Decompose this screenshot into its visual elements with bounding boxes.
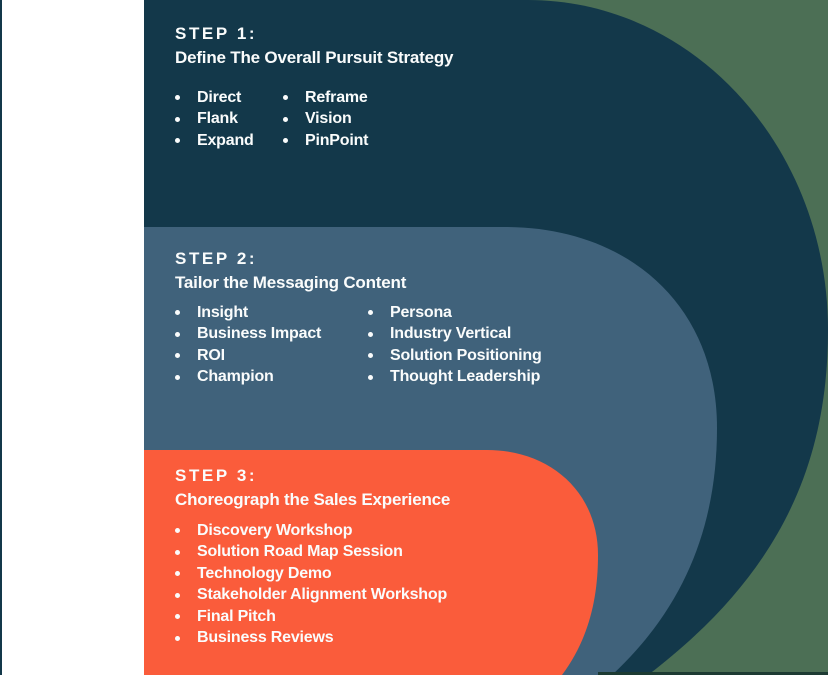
bullet-dot-icon xyxy=(175,138,180,144)
bullet-item: Final Pitch xyxy=(175,606,447,628)
bullet-item: Technology Demo xyxy=(175,563,447,585)
step-1-section: STEP 1: Define The Overall Pursuit Strat… xyxy=(175,23,454,152)
step-3-bullet-columns: Discovery Workshop Solution Road Map Ses… xyxy=(175,520,450,649)
bullet-dot-icon xyxy=(175,353,180,359)
bullet-item: Expand xyxy=(175,130,283,152)
bullet-label: Direct xyxy=(197,88,242,106)
bullet-item: Direct xyxy=(175,87,283,109)
bullet-label: Industry Vertical xyxy=(390,325,512,343)
bullet-label: Persona xyxy=(390,303,452,321)
bullet-item: Thought Leadership xyxy=(368,367,542,389)
step-3-label: STEP 3: xyxy=(175,466,258,485)
bullet-dot-icon xyxy=(175,116,180,122)
bullet-item: PinPoint xyxy=(283,130,368,152)
step-1-column-1: Direct Flank Expand xyxy=(175,87,283,152)
left-accent-line xyxy=(0,0,2,675)
bullet-item: Vision xyxy=(283,109,368,131)
bullet-item: Business Impact xyxy=(175,324,368,346)
bullet-label: Solution Positioning xyxy=(390,346,542,364)
bullet-label: Insight xyxy=(197,303,249,321)
bullet-item: Reframe xyxy=(283,87,368,109)
step-1-title: Define The Overall Pursuit Strategy xyxy=(175,48,454,67)
bullet-dot-icon xyxy=(368,374,373,380)
bullet-item: Champion xyxy=(175,367,368,389)
step-3-section: STEP 3: Choreograph the Sales Experience… xyxy=(175,465,450,649)
bullet-dot-icon xyxy=(175,310,180,316)
step-2-column-2: Persona Industry Vertical Solution Posit… xyxy=(368,302,542,388)
step-3-column-1: Discovery Workshop Solution Road Map Ses… xyxy=(175,520,447,649)
step-3-orange-shape xyxy=(144,450,598,675)
bullet-label: Business Reviews xyxy=(197,629,334,647)
bullet-dot-icon xyxy=(283,95,288,101)
bullet-label: Business Impact xyxy=(197,325,322,343)
bullet-dot-icon xyxy=(175,374,180,380)
bullet-label: Solution Road Map Session xyxy=(197,543,403,561)
bullet-item: Business Reviews xyxy=(175,628,447,650)
bottom-edge-strip xyxy=(598,672,828,675)
bullet-label: Flank xyxy=(197,110,238,128)
bullet-label: PinPoint xyxy=(305,131,369,149)
bullet-label: Vision xyxy=(305,110,352,128)
bullet-dot-icon xyxy=(175,331,180,337)
bullet-item: Solution Positioning xyxy=(368,345,542,367)
bullet-item: Insight xyxy=(175,302,368,324)
bullet-label: Expand xyxy=(197,131,254,149)
bullet-item: ROI xyxy=(175,345,368,367)
bullet-item: Stakeholder Alignment Workshop xyxy=(175,585,447,607)
bullet-dot-icon xyxy=(175,571,180,577)
bullet-item: Solution Road Map Session xyxy=(175,542,447,564)
step-1-bullet-columns: Direct Flank Expand Reframe Vi xyxy=(175,87,453,152)
bullet-dot-icon xyxy=(175,95,180,101)
bullet-label: Thought Leadership xyxy=(390,368,541,386)
bullet-dot-icon xyxy=(368,310,373,316)
bullet-dot-icon xyxy=(175,528,180,534)
step-1-column-2: Reframe Vision PinPoint xyxy=(283,87,368,152)
bullet-item: Persona xyxy=(368,302,542,324)
bullet-label: Champion xyxy=(197,368,274,386)
bullet-item: Discovery Workshop xyxy=(175,520,447,542)
step-1-label: STEP 1: xyxy=(175,24,258,43)
bullet-dot-icon xyxy=(368,353,373,359)
bullet-dot-icon xyxy=(368,331,373,337)
bullet-label: ROI xyxy=(197,346,225,364)
bullet-dot-icon xyxy=(175,549,180,555)
bullet-dot-icon xyxy=(283,116,288,122)
bullet-dot-icon xyxy=(175,614,180,620)
bullet-label: Final Pitch xyxy=(197,607,276,625)
step-2-bullet-columns: Insight Business Impact ROI Champion xyxy=(175,302,542,388)
step-2-section: STEP 2: Tailor the Messaging Content Ins… xyxy=(175,248,542,388)
bullet-label: Technology Demo xyxy=(197,564,332,582)
step-2-label: STEP 2: xyxy=(175,249,258,268)
bullet-label: Stakeholder Alignment Workshop xyxy=(197,586,448,604)
bullet-item: Flank xyxy=(175,109,283,131)
bullet-dot-icon xyxy=(175,635,180,641)
bullet-dot-icon xyxy=(175,592,180,598)
step-2-column-1: Insight Business Impact ROI Champion xyxy=(175,302,368,388)
step-3-title: Choreograph the Sales Experience xyxy=(175,490,451,509)
step-2-title: Tailor the Messaging Content xyxy=(175,273,407,292)
bullet-label: Reframe xyxy=(305,88,368,106)
bullet-label: Discovery Workshop xyxy=(197,521,353,539)
bullet-item: Industry Vertical xyxy=(368,324,542,346)
bullet-dot-icon xyxy=(283,138,288,144)
